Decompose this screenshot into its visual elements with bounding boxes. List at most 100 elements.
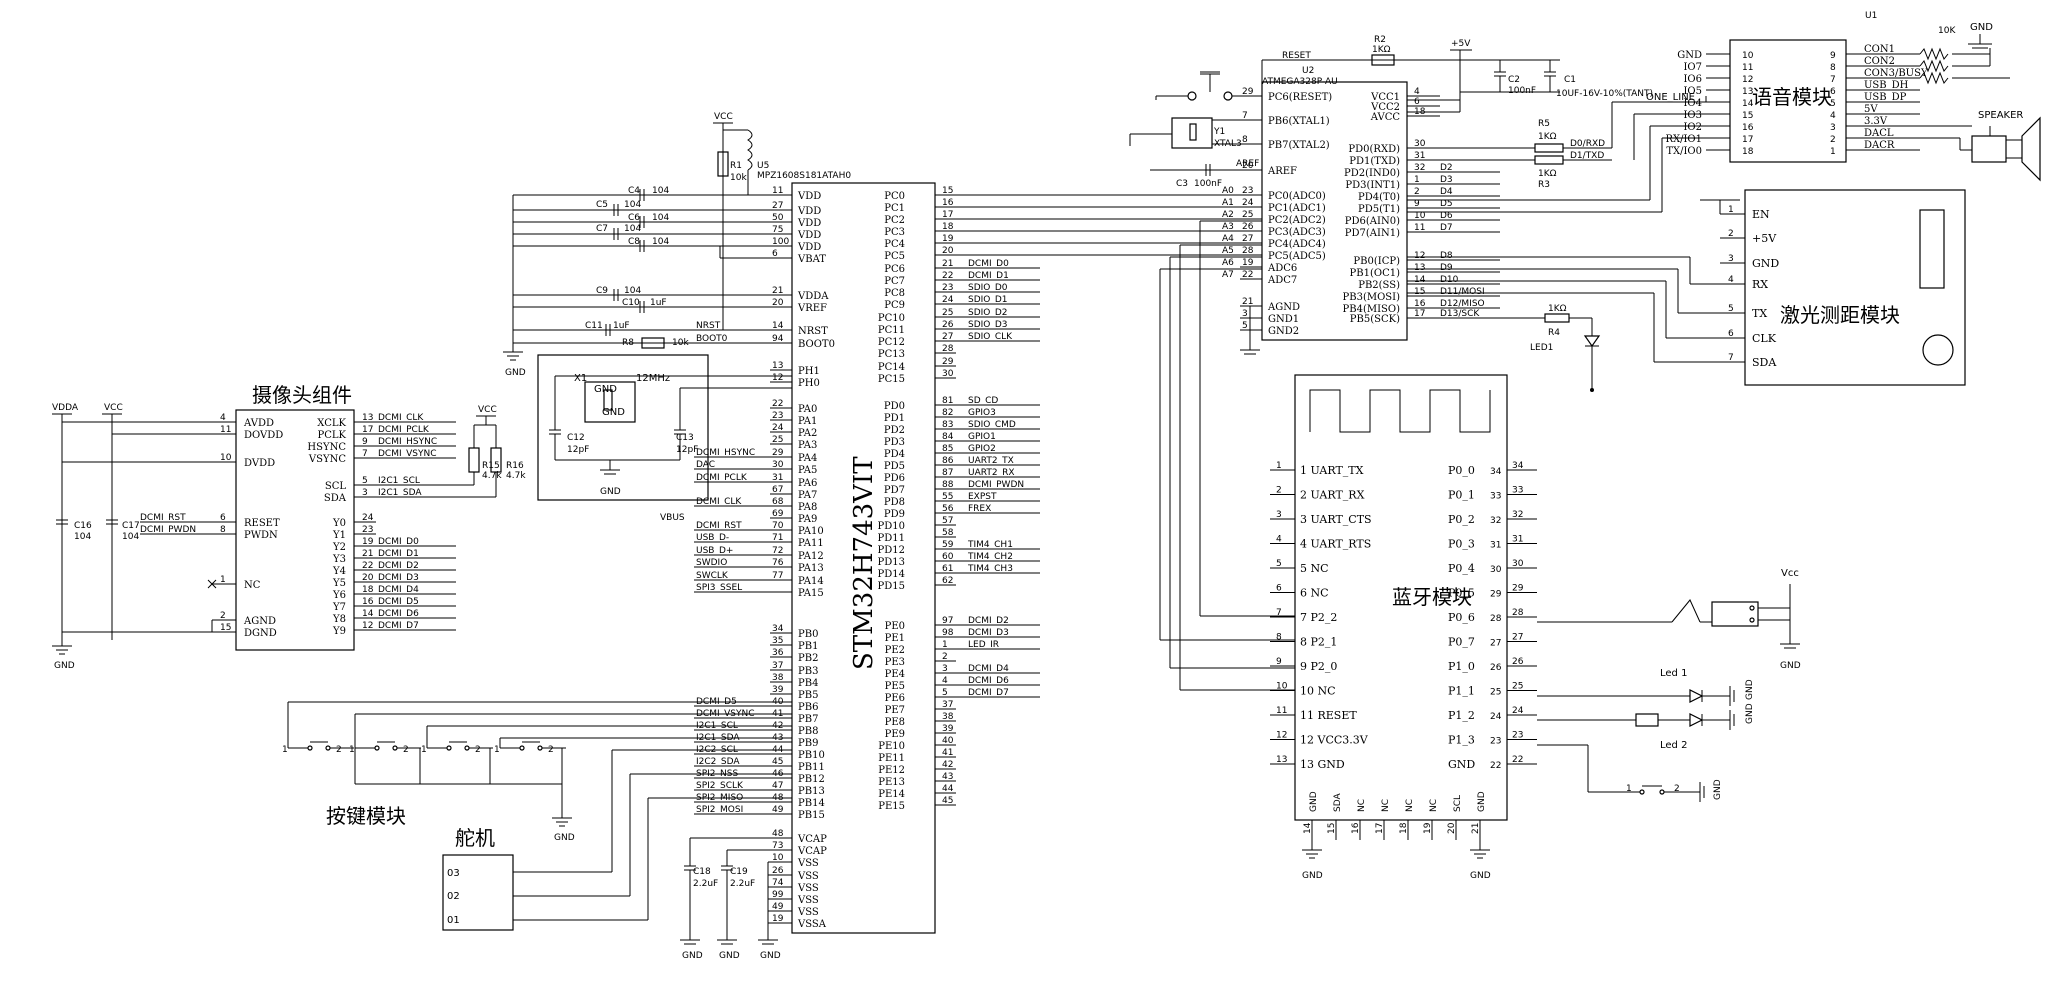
camera-pin-num: 9 <box>362 437 368 447</box>
camera-net-label: DCMI_VSYNC <box>378 449 437 459</box>
buttons-gnd: GND <box>554 833 575 843</box>
mcu-net-label: DCMI_D6 <box>968 676 1009 686</box>
button-pin-2: 2 <box>548 745 554 755</box>
vdda-label: VDDA <box>52 403 79 413</box>
button-1-contact-a[interactable] <box>307 745 313 751</box>
atmega-pin: PD7(AIN1) <box>1345 228 1400 239</box>
mcu-pin-pb4: PB4 <box>798 678 818 689</box>
voice-pin-num: 3 <box>1830 123 1836 133</box>
camera-net-label: DCMI_D1 <box>378 549 419 559</box>
mcu-net-label: UART2_RX <box>968 468 1015 478</box>
mcu-pin-num: 67 <box>772 485 783 495</box>
camera-pin-avdd: AVDD <box>243 418 274 429</box>
atmega-pin-num: 19 <box>1242 258 1254 268</box>
atmega-pin-num: 5 <box>1242 321 1248 331</box>
bt-btn-p2: 2 <box>1674 784 1680 794</box>
atmega-net-label: D7 <box>1440 223 1453 233</box>
button-4-contact-b[interactable] <box>537 745 543 751</box>
camera-pin-num: 1 <box>220 575 226 585</box>
button-3-contact-b[interactable] <box>464 745 470 751</box>
laser-pin-+5v: +5V <box>1752 232 1777 245</box>
crystal-freq: 12MHz <box>636 373 670 384</box>
bt-pin-num: 31 <box>1512 535 1523 545</box>
camera-pin-dvdd: DVDD <box>244 458 275 469</box>
camera-pin-num: 2 <box>220 611 226 621</box>
bt-pin-num: 25 <box>1512 682 1523 692</box>
mcu-pin-num: 19 <box>942 234 954 244</box>
bt-pin-num: 30 <box>1512 559 1524 569</box>
mcu-pin-pa11: PA11 <box>798 538 824 549</box>
bt-pin: 7 P2_2 <box>1300 611 1337 624</box>
camera-pin-y1: Y1 <box>332 530 346 541</box>
mcu-pin-pe2: PE2 <box>885 645 905 656</box>
mcu-pin-num: 18 <box>942 222 954 232</box>
camera-net-label: DCMI_PWDN <box>140 525 196 535</box>
button-1-contact-b[interactable] <box>325 745 331 751</box>
mcu-pin-pa10: PA10 <box>798 526 824 537</box>
mcu-pin-pc7: PC7 <box>884 276 905 287</box>
mcu-pin-pa1: PA1 <box>798 416 817 427</box>
mcu-pin-vss: VSS <box>797 858 819 869</box>
mcu-net-label: SD_CD <box>968 396 998 406</box>
servo-title: 舵机 <box>455 826 495 850</box>
mcu-pin-pb3: PB3 <box>798 666 818 677</box>
mcu-pin-pb13: PB13 <box>798 786 825 797</box>
r4-label: R4 <box>1548 328 1560 338</box>
mcu-pin-num: 36 <box>772 648 784 658</box>
button-2-contact-b[interactable] <box>392 745 398 751</box>
resistor-r15 <box>468 447 480 473</box>
mcu-pin-num: 10 <box>772 853 784 863</box>
led1-icon <box>1583 335 1601 348</box>
mcu-pin-pc12: PC12 <box>878 337 905 348</box>
voice-pin: IO6 <box>1683 74 1702 85</box>
mcu-pin-num: 55 <box>942 492 953 502</box>
mcu-pin-num: 58 <box>942 528 954 538</box>
bt-pin-num: 34 <box>1512 461 1524 471</box>
laser-lens <box>1922 334 1954 366</box>
voice-pin: TX/IO0 <box>1666 146 1702 157</box>
atmega-net-label: D6 <box>1440 211 1453 221</box>
vcap-gnd-3: GND <box>760 951 781 961</box>
atmega-net-label: A3 <box>1222 222 1234 232</box>
atmega-net-label: D1/TXD <box>1570 151 1604 161</box>
resistor-r3 <box>1534 155 1564 165</box>
mcu-pin-num: 82 <box>942 408 953 418</box>
resistor-r4 <box>1544 313 1570 323</box>
atmega-pin: PC5(ADC5) <box>1268 251 1326 262</box>
camera-pin-num: 21 <box>362 549 373 559</box>
voice-pin-num: 13 <box>1742 87 1753 97</box>
bt-pin-num: 12 <box>1276 731 1287 741</box>
atmega-pin: PB5(SCK) <box>1350 314 1400 325</box>
button-pin-1: 1 <box>282 745 288 755</box>
camera-net-label: DCMI_D2 <box>378 561 419 571</box>
bt-pin: P0_5 <box>1448 587 1475 600</box>
atmega-pin: ADC7 <box>1267 275 1297 286</box>
bt-pin-num: 7 <box>1276 608 1282 618</box>
bt-bottom-pin: NC <box>1429 799 1439 812</box>
mcu-pin-pa4: PA4 <box>798 453 817 464</box>
mcu-pin-pa15: PA15 <box>798 588 824 599</box>
button-pin-2: 2 <box>403 745 409 755</box>
button-4-contact-a[interactable] <box>519 745 525 751</box>
mcu-pin-vcap: VCAP <box>797 846 827 857</box>
button-2-contact-a[interactable] <box>374 745 380 751</box>
atmega-net-label: D13/SCK <box>1440 309 1480 319</box>
mcu-pin-vss: VSS <box>797 883 819 894</box>
c2-value: 100nF <box>1508 86 1536 96</box>
servo-pin-03: 03 <box>447 868 460 879</box>
camera-pin-num: 22 <box>362 561 373 571</box>
button-3-contact-a[interactable] <box>446 745 452 751</box>
atmega-pin-num: 8 <box>1242 135 1248 145</box>
atmega-pin: AGND <box>1267 302 1300 313</box>
mcu-pin-num: 27 <box>772 201 783 211</box>
voice-pin-num: 17 <box>1742 135 1753 145</box>
voice-pin-num: 6 <box>1830 87 1836 97</box>
bt-pin: P1_0 <box>1448 660 1475 673</box>
r3-label: R3 <box>1538 180 1550 190</box>
r1-value: 10k <box>730 173 747 183</box>
vcap-gnd-1: GND <box>682 951 703 961</box>
mcu-pin-num: 84 <box>942 432 954 442</box>
